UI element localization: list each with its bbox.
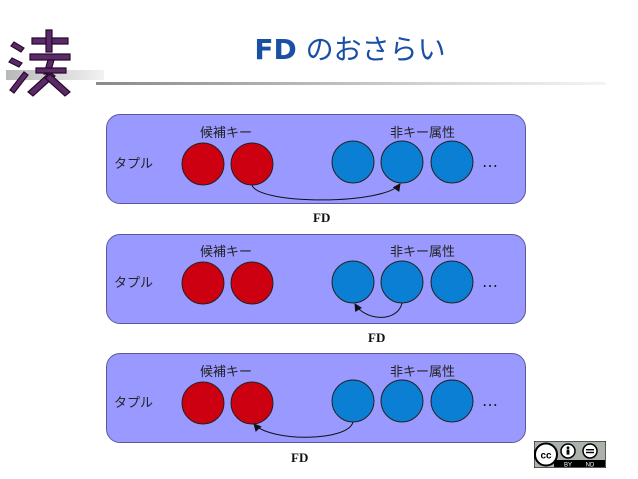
cc-license-badge: cc BY ND	[534, 441, 606, 468]
key-attribute-circle	[230, 142, 274, 186]
cc-icon	[534, 442, 558, 467]
svg-text:cc: cc	[540, 451, 552, 462]
fd-arrow-3	[253, 421, 354, 438]
ellipsis-1: …	[482, 152, 498, 171]
tuple-label-2: タプル	[114, 276, 154, 291]
title-underline	[96, 82, 606, 85]
fd-label-3: FD	[291, 450, 309, 465]
non-key-attribute-circle	[430, 140, 474, 184]
title-bold: FD	[254, 33, 297, 66]
candidate-key-label-1: 候補キー	[200, 126, 253, 141]
kanji-logo-icon	[6, 29, 104, 97]
non-key-attr-label-2: 非キー属性	[390, 245, 456, 260]
non-key-attr-label-3: 非キー属性	[390, 365, 456, 380]
non-key-attribute-circle	[430, 260, 474, 304]
tuple-label-1: タプル	[114, 157, 154, 172]
key-attribute-circle	[181, 381, 225, 425]
cc-by-text: BY	[564, 463, 572, 469]
key-attribute-circle	[230, 261, 274, 305]
slide-title: FD のおさらい	[200, 28, 500, 68]
non-key-attribute-circle	[380, 379, 424, 423]
non-key-attribute-circle	[331, 379, 375, 423]
ellipsis-2: …	[482, 272, 498, 291]
ellipsis-3: …	[482, 391, 498, 410]
candidate-key-label-3: 候補キー	[200, 365, 253, 380]
non-key-attr-label-1: 非キー属性	[390, 126, 456, 141]
fd-label-1: FD	[313, 210, 331, 225]
tuple-label-3: タプル	[114, 396, 154, 411]
candidate-key-label-2: 候補キー	[200, 245, 253, 260]
non-key-attribute-circle	[380, 140, 424, 184]
non-key-attribute-circle	[331, 140, 375, 184]
key-attribute-circle	[181, 142, 225, 186]
key-attribute-circle	[181, 261, 225, 305]
fd-arrow-2	[354, 302, 403, 318]
no-derivatives-icon	[582, 443, 598, 459]
key-attribute-circle	[230, 381, 274, 425]
non-key-attribute-circle	[331, 260, 375, 304]
non-key-attribute-circle	[380, 260, 424, 304]
non-key-attribute-circle	[430, 379, 474, 423]
title-rest: のおさらい	[296, 33, 446, 66]
fd-label-2: FD	[368, 330, 386, 345]
cc-nd-text: ND	[586, 463, 595, 469]
tuple-panel-1	[106, 114, 526, 204]
fd-arrow-1	[251, 183, 401, 201]
